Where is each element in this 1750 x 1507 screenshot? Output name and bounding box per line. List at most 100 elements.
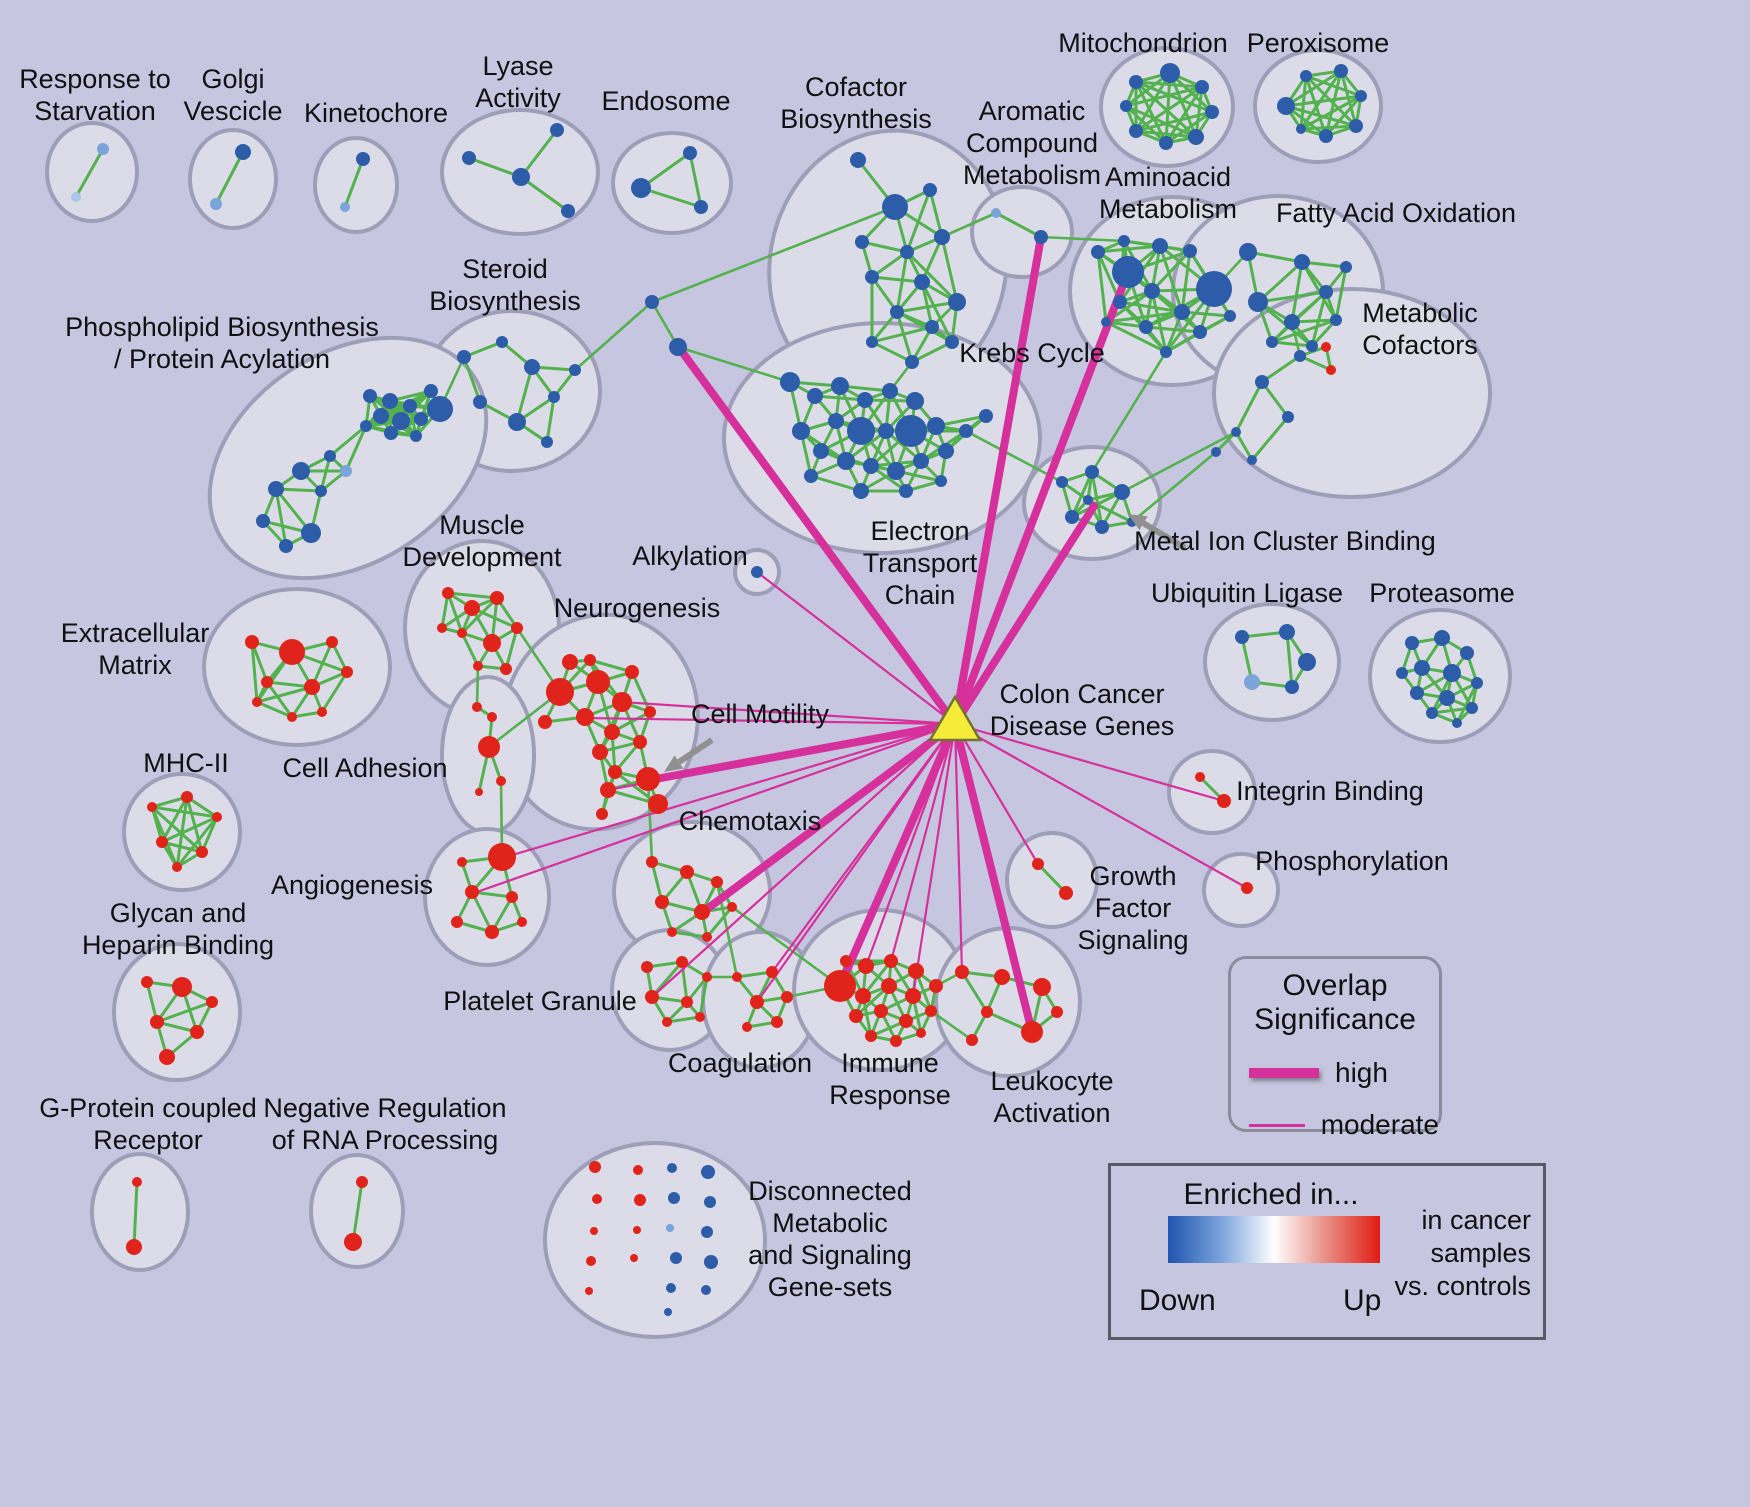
gene-overlap-edge xyxy=(895,311,914,363)
gene-overlap-edge xyxy=(1304,74,1358,128)
gene-overlap-edge xyxy=(640,151,691,190)
gene-overlap-edge xyxy=(1431,706,1473,715)
gene-set-node xyxy=(181,791,193,803)
gene-set-node xyxy=(934,229,950,245)
gene-set-node xyxy=(667,927,677,937)
gene-set-node xyxy=(890,1035,902,1047)
moderate-significance-line-swatch xyxy=(1249,1123,1305,1127)
gene-set-node xyxy=(1414,660,1430,676)
gene-overlap-edge xyxy=(256,700,293,719)
gene-overlap-edge xyxy=(688,152,703,208)
gene-set-node xyxy=(287,712,297,722)
gene-set-node xyxy=(831,377,849,395)
gene-overlap-edge xyxy=(705,906,734,938)
gene-set-node xyxy=(857,392,873,408)
gene-set-node xyxy=(1120,100,1132,112)
gene-set-node xyxy=(646,856,658,868)
gene-set-node xyxy=(1144,283,1160,299)
gene-set-node xyxy=(546,678,574,706)
gene-set-node xyxy=(905,988,921,1004)
gene-set-node xyxy=(813,443,829,459)
gene-overlap-edge xyxy=(1300,261,1338,321)
significance-edge-high xyxy=(951,502,1098,728)
gene-set-node xyxy=(908,963,924,979)
gene-set-node xyxy=(1095,520,1109,534)
gene-set-node xyxy=(636,767,660,791)
gene-set-node xyxy=(206,996,218,1008)
legend-overlap-title: Overlap Significance xyxy=(1231,969,1439,1037)
gene-set-node xyxy=(604,724,620,740)
gene-overlap-edge xyxy=(291,710,323,719)
gene-set-node xyxy=(612,692,632,712)
gene-set-node xyxy=(538,715,552,729)
gene-set-node xyxy=(1396,667,1408,679)
gene-set-node xyxy=(1065,510,1079,524)
gene-set-node xyxy=(727,902,737,912)
gene-overlap-edge xyxy=(1124,104,1168,145)
gene-overlap-edge xyxy=(160,796,189,843)
gene-overlap-edge xyxy=(871,250,908,279)
gene-set-node xyxy=(576,708,594,726)
gene-overlap-edge xyxy=(1165,110,1213,145)
enriched-title: Enriched in... xyxy=(1183,1178,1359,1211)
gene-overlap-edge xyxy=(1105,310,1183,324)
gene-set-node xyxy=(150,1015,164,1029)
gene-set-node xyxy=(475,788,483,796)
gene-set-node xyxy=(210,198,222,210)
gene-set-node xyxy=(462,151,476,165)
gene-set-node xyxy=(1195,80,1209,94)
gene-set-node xyxy=(1091,245,1105,259)
gene-set-node xyxy=(855,988,871,1004)
gene-set-node xyxy=(341,666,353,678)
gene-overlap-edge xyxy=(1125,104,1197,139)
gene-set-node xyxy=(172,862,182,872)
gene-set-node xyxy=(414,412,428,426)
gene-set-node xyxy=(625,665,639,679)
gene-set-node xyxy=(669,338,687,356)
cluster-ellipse-ubiquitin-ligase xyxy=(1203,602,1341,722)
gene-set-node xyxy=(840,955,852,967)
gene-set-node xyxy=(1118,235,1130,247)
gene-overlap-edge xyxy=(630,671,652,713)
gene-set-node xyxy=(1443,664,1461,682)
gene-set-node xyxy=(483,634,501,652)
gene-set-node xyxy=(1211,447,1221,457)
legend-overlap-title-line2: Significance xyxy=(1254,1003,1416,1036)
gene-set-node xyxy=(1085,465,1099,479)
pointer-arrowhead xyxy=(1128,514,1148,531)
label-chemotaxis: Chemotaxis xyxy=(679,806,822,836)
gene-set-node xyxy=(1235,630,1249,644)
gene-set-node xyxy=(506,891,518,903)
gene-set-node xyxy=(1355,90,1367,102)
gene-set-node xyxy=(457,628,467,638)
gene-set-node xyxy=(596,808,608,820)
gene-overlap-edge xyxy=(589,658,633,674)
gene-overlap-edge xyxy=(1455,682,1479,724)
label-endosome: Endosome xyxy=(601,86,730,116)
gene-overlap-edge xyxy=(861,240,908,254)
significance-edge-high xyxy=(699,720,959,916)
gene-set-node xyxy=(938,443,954,459)
gene-overlap-edge xyxy=(895,251,909,313)
gene-set-node xyxy=(465,885,479,899)
gene-overlap-edge xyxy=(156,1000,213,1024)
gene-set-node xyxy=(1284,314,1300,330)
gene-set-node xyxy=(1083,495,1093,505)
gene-set-node xyxy=(855,235,869,249)
gene-overlap-edge xyxy=(871,325,933,344)
gene-overlap-edge xyxy=(1324,95,1363,137)
gene-set-node xyxy=(865,1030,877,1042)
gene-set-node xyxy=(1059,886,1073,900)
gene-overlap-edge xyxy=(1285,631,1294,688)
label-mitochondrion: Mitochondrion xyxy=(1058,28,1228,58)
gene-overlap-edge xyxy=(1131,451,1217,523)
gene-set-node xyxy=(196,846,208,858)
cluster-ellipse-proteasome xyxy=(1368,608,1512,744)
gene-set-node xyxy=(925,1005,937,1017)
gene-overlap-edge xyxy=(274,488,288,547)
gene-overlap-edge xyxy=(646,778,654,863)
